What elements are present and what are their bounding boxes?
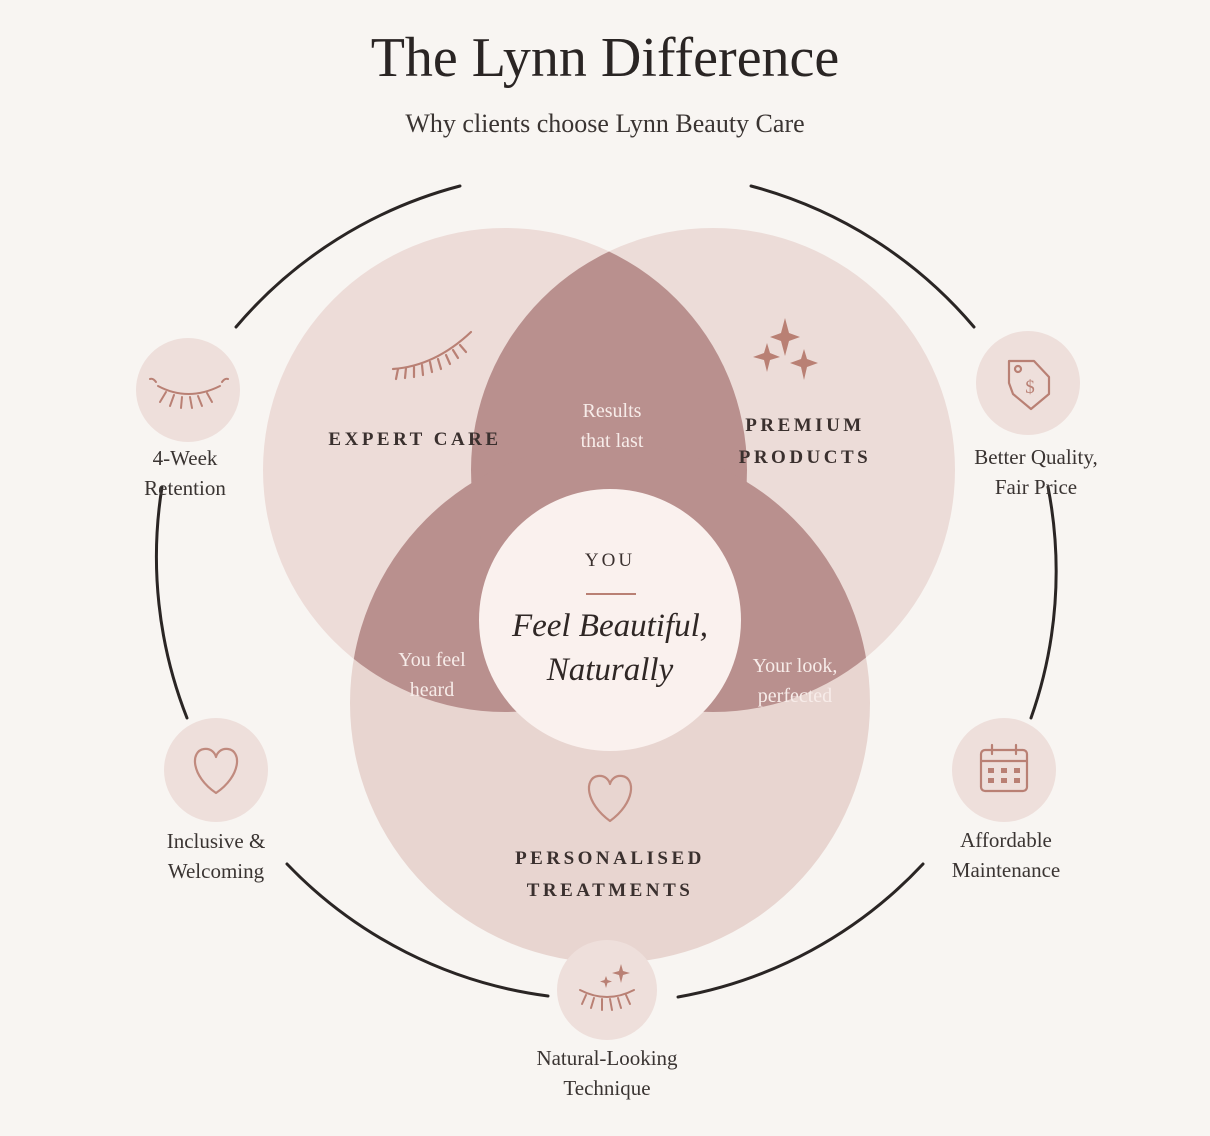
benefit-circle-inclusive xyxy=(164,718,268,822)
sparkles-icon xyxy=(753,318,818,380)
overlap-right-line2: perfected xyxy=(757,685,833,707)
heart-outline-icon xyxy=(193,747,239,795)
label-products: PRODUCTS xyxy=(738,447,872,468)
overlap-top-line1: Results xyxy=(582,400,642,422)
page-subtitle: Why clients choose Lynn Beauty Care xyxy=(405,109,805,138)
svg-text:$: $ xyxy=(1025,377,1035,398)
label-premium: PREMIUM xyxy=(745,415,865,436)
benefit-circle-price xyxy=(976,331,1080,435)
center-label: YOU xyxy=(584,550,636,571)
ring-arc-bottom-left xyxy=(285,862,550,998)
outer-ring xyxy=(154,184,1058,999)
label-personalised: PERSONALISED xyxy=(515,848,705,869)
center-tagline-line1: Feel Beautiful, xyxy=(511,608,709,644)
benefit-circle-technique xyxy=(557,940,657,1040)
overlap-top-line2: that last xyxy=(580,430,644,452)
ring-arc-top-left xyxy=(234,184,462,329)
calendar-icon xyxy=(979,743,1029,793)
benefit-maintenance-line2: Maintenance xyxy=(951,858,1061,882)
overlap-right-line1: Your look, xyxy=(752,655,838,677)
overlap-left-line1: You feel xyxy=(398,649,466,671)
overlap-left-line2: heard xyxy=(409,679,455,701)
benefit-inclusive-line1: Inclusive & xyxy=(166,829,266,853)
benefit-retention-line2: Retention xyxy=(144,476,226,500)
ring-arc-top-right xyxy=(749,184,976,329)
price-tag-icon: $ xyxy=(1007,359,1051,411)
benefit-price-line2: Fair Price xyxy=(994,475,1078,499)
page-title: The Lynn Difference xyxy=(370,27,840,89)
ring-arc-left xyxy=(154,485,189,720)
ring-arc-bottom-right xyxy=(676,862,925,999)
ring-arc-right xyxy=(1029,485,1058,720)
benefit-technique-line1: Natural-Looking xyxy=(536,1046,678,1070)
label-expert-care: EXPERT CARE xyxy=(328,429,502,450)
benefit-maintenance-line1: Affordable xyxy=(960,828,1052,852)
benefit-technique-line2: Technique xyxy=(563,1076,651,1100)
heart-icon xyxy=(587,774,633,823)
eyelash-icon xyxy=(391,330,473,381)
center-circle xyxy=(479,489,741,751)
benefit-inclusive-line2: Welcoming xyxy=(167,859,265,883)
benefit-price-line1: Better Quality, xyxy=(974,445,1098,469)
benefit-retention-line1: 4-Week xyxy=(152,446,218,470)
eye-sparkle-icon xyxy=(579,964,635,1011)
center-tagline-line2: Naturally xyxy=(546,652,674,688)
benefit-circle-retention xyxy=(136,338,240,442)
closed-eye-icon xyxy=(149,377,229,409)
label-treatments: TREATMENTS xyxy=(526,880,694,901)
